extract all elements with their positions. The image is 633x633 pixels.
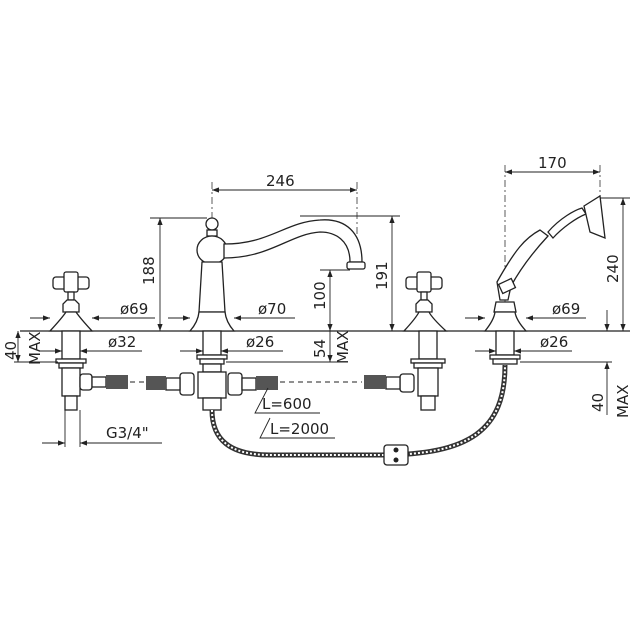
- dim-spout-total-height: 191: [373, 261, 391, 290]
- dim-left-deck-max: MAX: [26, 332, 44, 365]
- dim-left-flange: ø69: [120, 300, 148, 318]
- dim-shower-flange: ø69: [552, 300, 580, 318]
- dim-connection: G3/4": [106, 424, 149, 442]
- dim-spout-reach: 246: [266, 172, 295, 190]
- dim-shower-shank: ø26: [540, 333, 568, 351]
- dim-spout-shank: ø26: [246, 333, 274, 351]
- dimension-lines: [14, 169, 630, 447]
- dim-shower-hose: L=2000: [270, 420, 329, 438]
- dim-right-deck-max: MAX: [614, 385, 632, 418]
- hose-weight: [383, 444, 409, 466]
- dim-spout-flange: ø70: [258, 300, 286, 318]
- dim-shower-height: 240: [604, 254, 622, 283]
- dim-spout-deck: 54: [311, 339, 329, 358]
- dim-spout-outlet-height: 100: [311, 281, 329, 310]
- left-cross-valve: [48, 271, 128, 411]
- dim-spout-height: 188: [140, 256, 158, 285]
- dim-shower-reach: 170: [538, 154, 567, 172]
- dim-flex-hose: L=600: [262, 395, 312, 413]
- dim-left-shank: ø32: [108, 333, 136, 351]
- dim-spout-deck-max: MAX: [334, 331, 352, 364]
- spout-body: [146, 217, 366, 411]
- right-cross-valve: [364, 271, 448, 411]
- dim-right-deck: 40: [589, 393, 607, 412]
- dim-left-deck: 40: [2, 341, 20, 360]
- hand-shower: [483, 194, 606, 365]
